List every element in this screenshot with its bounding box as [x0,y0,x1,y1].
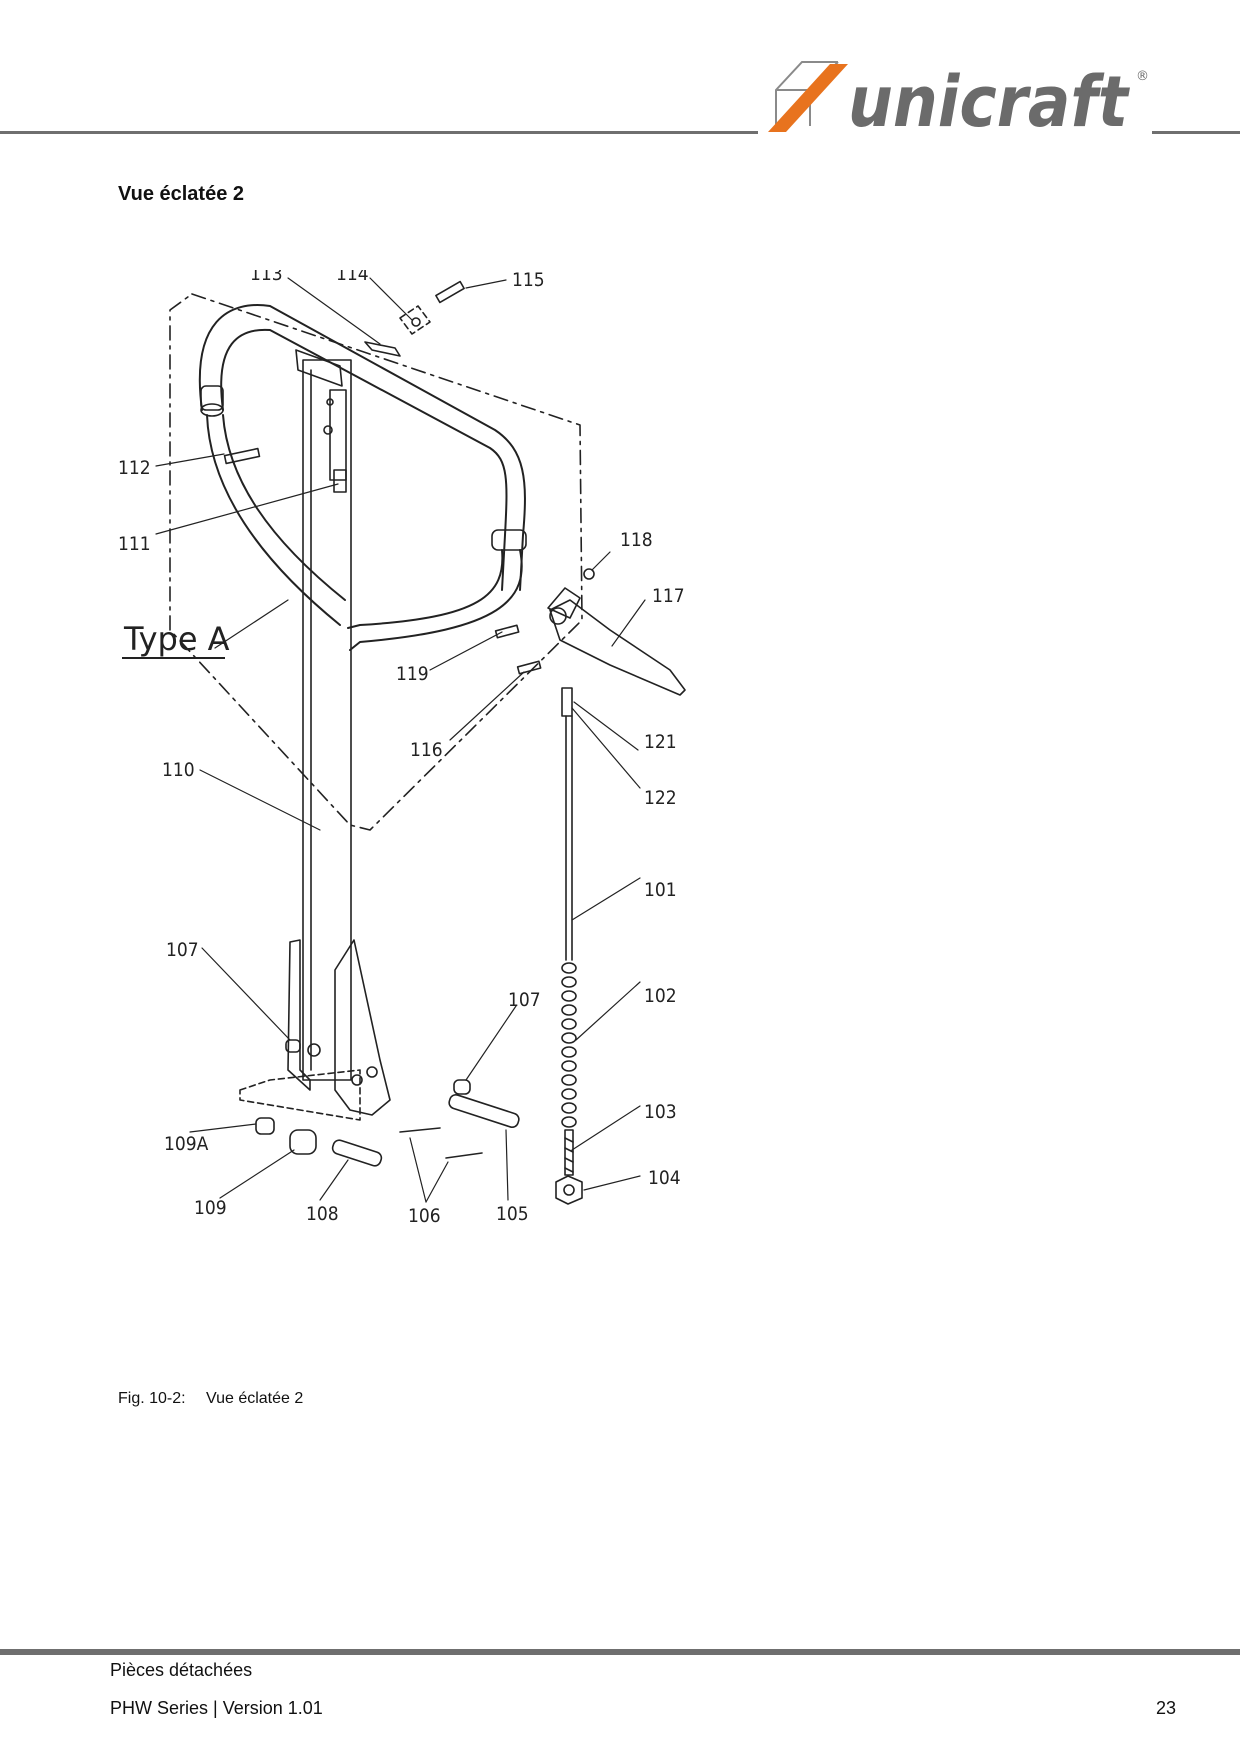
callout-115: 115 [512,270,545,291]
shaft-110 [302,359,352,1081]
bushing-107-left [285,1039,301,1053]
callout-103: 103 [644,1101,677,1123]
callout-114: 114 [336,270,369,285]
callout-116: 116 [410,739,443,761]
axle-105 [448,1093,520,1129]
callout-107-right: 107 [508,989,541,1011]
part-114 [411,317,421,327]
callout-111: 111 [118,533,151,555]
callout-107-left: 107 [166,939,199,961]
callout-108: 108 [306,1203,339,1225]
callout-122: 122 [644,787,677,809]
callout-121: 121 [644,731,677,753]
clevis-121 [561,687,573,717]
callout-117: 117 [652,585,685,607]
pin-115 [435,280,465,304]
footer-rule [0,1649,1240,1655]
roller-109 [289,1129,317,1155]
footer-series-version: PHW Series | Version 1.01 [110,1698,323,1718]
figure-caption: Fig. 10-2: Vue éclatée 2 [118,1390,303,1408]
part-111 [333,469,347,493]
section-title: Vue éclatée 2 [118,183,245,205]
callout-113: 113 [250,270,283,285]
page-number: 23 [1155,1698,1176,1718]
type-a-label: Type A [123,620,230,658]
logo-wordmark: unicraft [848,61,1130,134]
callout-106: 106 [408,1205,441,1227]
handle-outline [169,293,583,831]
figure-caption-text: Vue éclatée 2 [206,1390,304,1407]
part-113 [364,341,401,357]
callout-118: 118 [620,529,653,551]
callout-112: 112 [118,457,151,479]
exploded-view-diagram: Type A 113 114 115 112 111 118 117 119 1… [118,270,686,1227]
lever-117 [549,599,686,696]
pin-106-b [445,1152,483,1159]
handle-end-cap-left [200,385,224,411]
handle-end-cap-right [491,529,527,551]
figure-number: Fig. 10-2: [118,1390,186,1407]
callout-101: 101 [644,879,677,901]
chain-102 [561,962,577,1128]
header-rule-right [1152,131,1240,134]
callout-109: 109 [194,1197,227,1219]
axle-108 [331,1139,383,1167]
nut-104 [555,1175,583,1205]
callout-105: 105 [496,1203,529,1225]
pin-106-a [399,1127,441,1133]
header-rule-left [0,131,758,134]
handle-grip-left [200,403,224,417]
nut-118 [583,568,595,580]
callout-110: 110 [162,759,195,781]
callout-102: 102 [644,985,677,1007]
pin-112 [223,447,261,465]
unicraft-logo: unicraft ® [768,61,1149,134]
pin-116 [516,660,542,675]
bolt-103 [564,1129,574,1176]
callout-119: 119 [396,663,429,685]
callout-104: 104 [648,1167,681,1189]
pin-119 [494,624,520,639]
bushing-109a [255,1117,275,1135]
callout-109a: 109A [164,1133,209,1155]
bushing-107-right [453,1079,471,1095]
registered-mark: ® [1136,69,1149,84]
footer-section-name: Pièces détachées [110,1660,253,1680]
